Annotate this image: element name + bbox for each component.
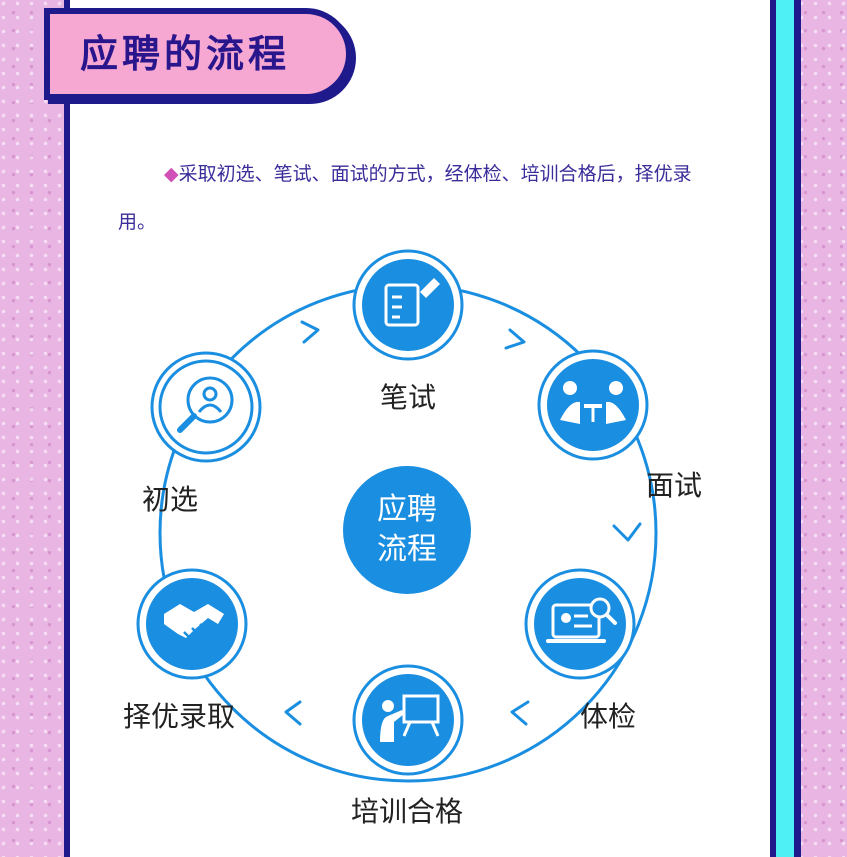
page-title: 应聘的流程 — [80, 32, 291, 76]
step-label-written-test: 笔试 — [380, 381, 437, 414]
screen-magnifier-icon — [534, 578, 626, 670]
center-label-line1: 应聘 — [377, 492, 437, 527]
diamond-bullet-icon: ◆ — [164, 163, 179, 185]
arrow-icon — [510, 700, 530, 726]
center-label-line2: 流程 — [377, 532, 437, 567]
center-process-badge: 应聘 流程 — [343, 466, 471, 594]
step-label-medical-exam: 体检 — [580, 700, 637, 733]
side-accent-bar — [776, 0, 801, 857]
node-training — [352, 664, 464, 776]
step-label-interview: 面试 — [646, 469, 703, 502]
step-label-training: 培训合格 — [351, 795, 464, 828]
intro-text: 采取初选、笔试、面试的方式，经体检、培训合格后，择优录用。 — [118, 163, 692, 233]
arrow-icon — [504, 328, 526, 350]
step-label-selection: 择优录取 — [123, 700, 236, 733]
node-selection — [136, 568, 248, 680]
presentation-board-icon — [362, 674, 454, 766]
title-banner — [44, 8, 352, 100]
node-initial-screening — [150, 351, 262, 463]
cycle-arrows — [284, 320, 642, 726]
intro-paragraph: ◆采取初选、笔试、面试的方式，经体检、培训合格后，择优录用。 — [118, 150, 728, 246]
node-medical-exam — [524, 568, 636, 680]
node-written-test — [352, 249, 464, 361]
arrow-icon — [612, 522, 642, 542]
test-paper-pen-icon — [362, 259, 454, 351]
node-interview — [537, 349, 649, 461]
arrow-icon — [284, 700, 302, 726]
step-label-initial-screening: 初选 — [142, 483, 199, 516]
arrow-icon — [300, 320, 320, 344]
